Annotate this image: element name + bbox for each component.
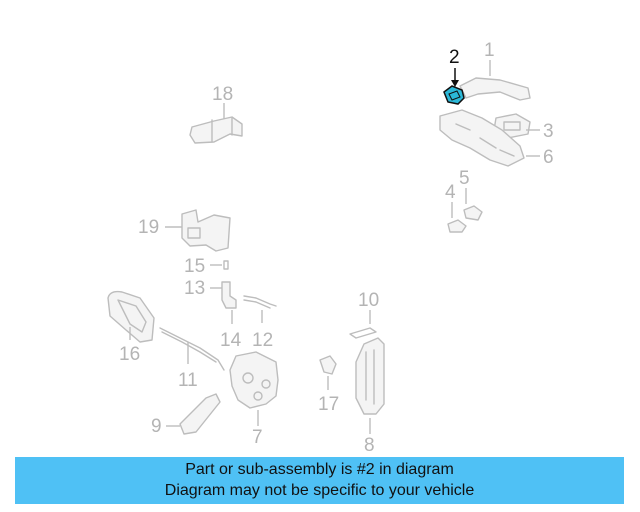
part-7: 7 (229, 351, 279, 448)
banner-line-part: Part or sub-assembly is #2 in diagram (185, 461, 454, 478)
part-4: 4 (445, 182, 467, 233)
label-7: 7 (252, 427, 263, 448)
label-6: 6 (543, 147, 554, 168)
label-5: 5 (459, 168, 470, 189)
part-6: 6 (439, 109, 554, 168)
label-3: 3 (543, 121, 554, 142)
label-14: 14 (220, 330, 242, 351)
label-13: 13 (184, 278, 205, 299)
part-9: 9 (151, 393, 221, 437)
part-1: 1 (459, 40, 531, 101)
part-17: 17 (318, 355, 339, 415)
label-11: 11 (178, 370, 198, 391)
part-2: 2 (443, 47, 465, 105)
label-19: 19 (138, 217, 159, 238)
label-12: 12 (252, 330, 273, 351)
part-18: 18 (189, 84, 243, 144)
label-8: 8 (364, 435, 375, 455)
label-18: 18 (212, 84, 233, 105)
part-19: 19 (138, 209, 231, 252)
info-banner: Part or sub-assembly is #2 in diagram Di… (15, 457, 624, 504)
label-15: 15 (184, 256, 205, 277)
part-16: 16 (107, 290, 155, 365)
part-11: 11 (159, 327, 225, 391)
label-2: 2 (449, 47, 460, 68)
part-8: 8 (355, 337, 385, 455)
label-16: 16 (119, 344, 140, 365)
part-5: 5 (459, 168, 483, 221)
part-13-14: 13 14 (184, 278, 242, 351)
part-2-highlight (443, 85, 465, 105)
parts-diagram: 18 19 15 13 14 12 16 11 (107, 40, 554, 455)
banner-line-disclaimer: Diagram may not be specific to your vehi… (164, 482, 475, 499)
part-12: 12 (243, 295, 277, 351)
label-1: 1 (484, 40, 495, 61)
part-15: 15 (184, 256, 229, 277)
label-9: 9 (151, 416, 162, 437)
label-17: 17 (318, 394, 339, 415)
part-10: 10 (349, 290, 379, 339)
label-4: 4 (445, 182, 456, 203)
label-10: 10 (358, 290, 379, 311)
